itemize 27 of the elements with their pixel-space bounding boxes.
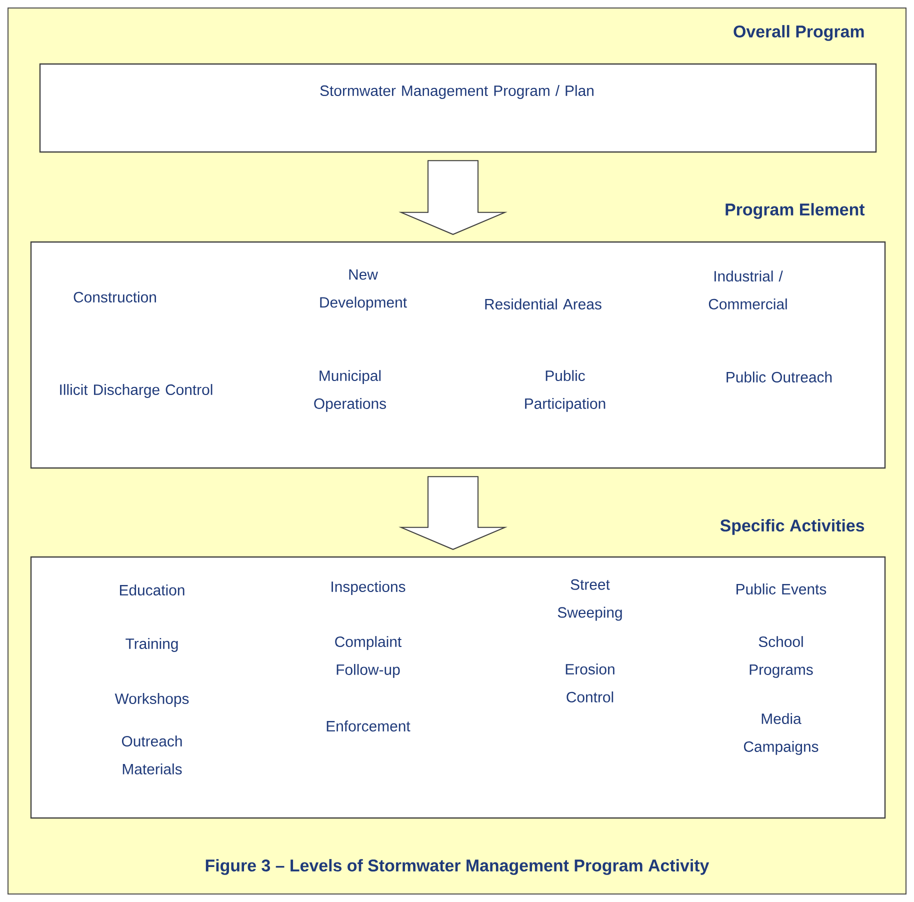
level-heading: Program Element bbox=[726, 203, 865, 219]
item-text: Illicit Discharge Control bbox=[60, 384, 212, 398]
caption: Figure 3 – Levels of Stormwater Management Program Activity bbox=[206, 859, 710, 875]
item-text: Residential Areas bbox=[485, 298, 602, 310]
item-text: Street Sweeping bbox=[558, 579, 622, 621]
item-text: Media Campaigns bbox=[744, 713, 818, 755]
item-text: Training bbox=[126, 638, 178, 652]
item-text: Stormwater Management Program / Plan bbox=[320, 85, 594, 99]
item-text: Public Outreach bbox=[726, 372, 832, 382]
item-text: Public Events bbox=[736, 584, 826, 594]
item-text: School Programs bbox=[750, 636, 813, 678]
block-arrow bbox=[398, 160, 508, 235]
level-heading: Specific Activities bbox=[720, 519, 864, 535]
item-text: Construction bbox=[74, 292, 156, 302]
item-text: Inspections bbox=[332, 581, 406, 595]
item-text: Outreach Materials bbox=[122, 736, 182, 774]
item-text: Education bbox=[120, 584, 184, 596]
item-text: Industrial / Commercial bbox=[708, 270, 787, 310]
item-text: Municipal Operations bbox=[314, 370, 386, 412]
item-text: Complaint Follow-up bbox=[335, 636, 402, 678]
item-text: Public Participation bbox=[525, 370, 606, 412]
item-text: Enforcement bbox=[326, 720, 410, 732]
item-text: New Development bbox=[320, 269, 407, 311]
block-arrow bbox=[398, 476, 508, 550]
item-text: Workshops bbox=[114, 693, 189, 707]
level-heading: Overall Program bbox=[734, 25, 864, 41]
item-text: Erosion Control bbox=[566, 664, 614, 702]
